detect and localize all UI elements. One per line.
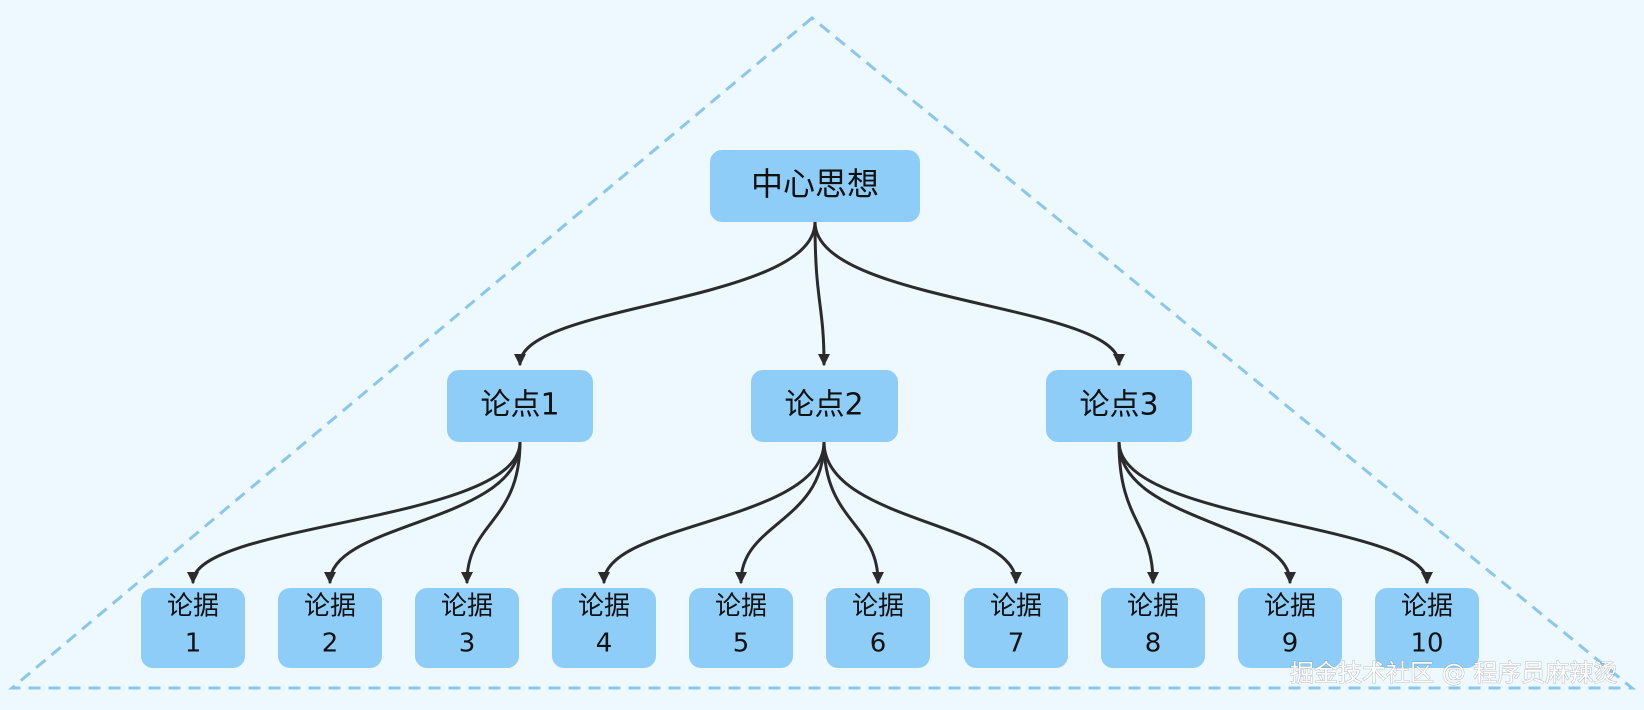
- point-node-label: 论点2: [784, 388, 863, 423]
- dashed-pyramid-outline: [7, 16, 1637, 690]
- point-to-evidence-edge: [461, 440, 522, 584]
- watermark-text: 掘金技术社区 @ 程序员麻辣烫: [1290, 659, 1617, 687]
- point-node-box: [447, 370, 593, 442]
- points-layer: 论点1 论点2 论点3: [447, 370, 1192, 442]
- point-to-evidence-edge: [1117, 440, 1296, 584]
- point-node-box: [751, 370, 898, 442]
- evidence-node-number: 3: [459, 629, 476, 659]
- evidence-node-box: [141, 588, 245, 668]
- evidence-node-number: 8: [1145, 629, 1162, 659]
- evidence-node-number: 9: [1282, 629, 1299, 659]
- evidence-node: 论据 2: [278, 588, 382, 668]
- evidence-node: 论据 9: [1238, 588, 1342, 668]
- point-node: 论点3: [1046, 370, 1192, 442]
- evidence-node-title: 论据: [304, 592, 356, 622]
- point-to-evidence-edge: [187, 440, 522, 584]
- point-node-label: 论点3: [1079, 388, 1158, 423]
- evidence-node: 论据 6: [826, 588, 930, 668]
- root-to-point-edge: [813, 220, 1125, 366]
- evidence-node-number: 7: [1008, 629, 1025, 659]
- evidence-node-box: [1375, 588, 1479, 668]
- point-node: 论点2: [751, 370, 898, 442]
- evidence-node-number: 4: [596, 629, 613, 659]
- evidence-node-number: 2: [322, 629, 339, 659]
- evidence-node: 论据 10: [1375, 588, 1479, 668]
- evidence-node: 论据 7: [964, 588, 1068, 668]
- root-node-label: 中心思想: [751, 165, 879, 203]
- evidence-node-title: 论据: [1127, 592, 1179, 622]
- point-node: 论点1: [447, 370, 593, 442]
- evidence-node-title: 论据: [1264, 592, 1316, 622]
- evidence-layer: 论据 1 论据 2 论据 3 论据 4 论据 5: [141, 588, 1479, 668]
- point-node-label: 论点1: [480, 388, 559, 423]
- evidence-node: 论据 5: [689, 588, 793, 668]
- evidence-node-box: [689, 588, 793, 668]
- evidence-node-number: 1: [185, 629, 202, 659]
- evidence-node-box: [964, 588, 1068, 668]
- evidence-node-box: [826, 588, 930, 668]
- root-to-point-edge: [514, 220, 817, 366]
- point-to-evidence-edge: [598, 440, 826, 584]
- evidence-node: 论据 4: [552, 588, 656, 668]
- root-to-point-edge: [813, 220, 830, 366]
- root-node-box: [710, 150, 920, 222]
- evidence-node-box: [278, 588, 382, 668]
- evidence-node-number: 5: [733, 629, 750, 659]
- evidence-node-title: 论据: [167, 592, 219, 622]
- point-to-evidence-edge: [324, 440, 522, 584]
- evidence-node-number: 10: [1410, 629, 1443, 659]
- point-node-box: [1046, 370, 1192, 442]
- evidence-node-title: 论据: [1401, 592, 1453, 622]
- evidence-node-title: 论据: [715, 592, 767, 622]
- point-to-evidence-edge: [735, 440, 826, 584]
- evidence-node-title: 论据: [990, 592, 1042, 622]
- evidence-node-title: 论据: [852, 592, 904, 622]
- evidence-node-title: 论据: [578, 592, 630, 622]
- evidence-node: 论据 8: [1101, 588, 1205, 668]
- edges-layer: [187, 220, 1433, 584]
- point-to-evidence-edge: [822, 440, 884, 584]
- point-to-evidence-edge: [822, 440, 1022, 584]
- evidence-node-number: 6: [870, 629, 887, 659]
- evidence-node: 论据 3: [415, 588, 519, 668]
- point-to-evidence-edge: [1117, 440, 1159, 584]
- point-to-evidence-edge: [1117, 440, 1433, 584]
- evidence-node-box: [1238, 588, 1342, 668]
- evidence-node-box: [552, 588, 656, 668]
- evidence-node-box: [1101, 588, 1205, 668]
- root-node: 中心思想: [710, 150, 920, 222]
- evidence-node: 论据 1: [141, 588, 245, 668]
- evidence-node-box: [415, 588, 519, 668]
- evidence-node-title: 论据: [441, 592, 493, 622]
